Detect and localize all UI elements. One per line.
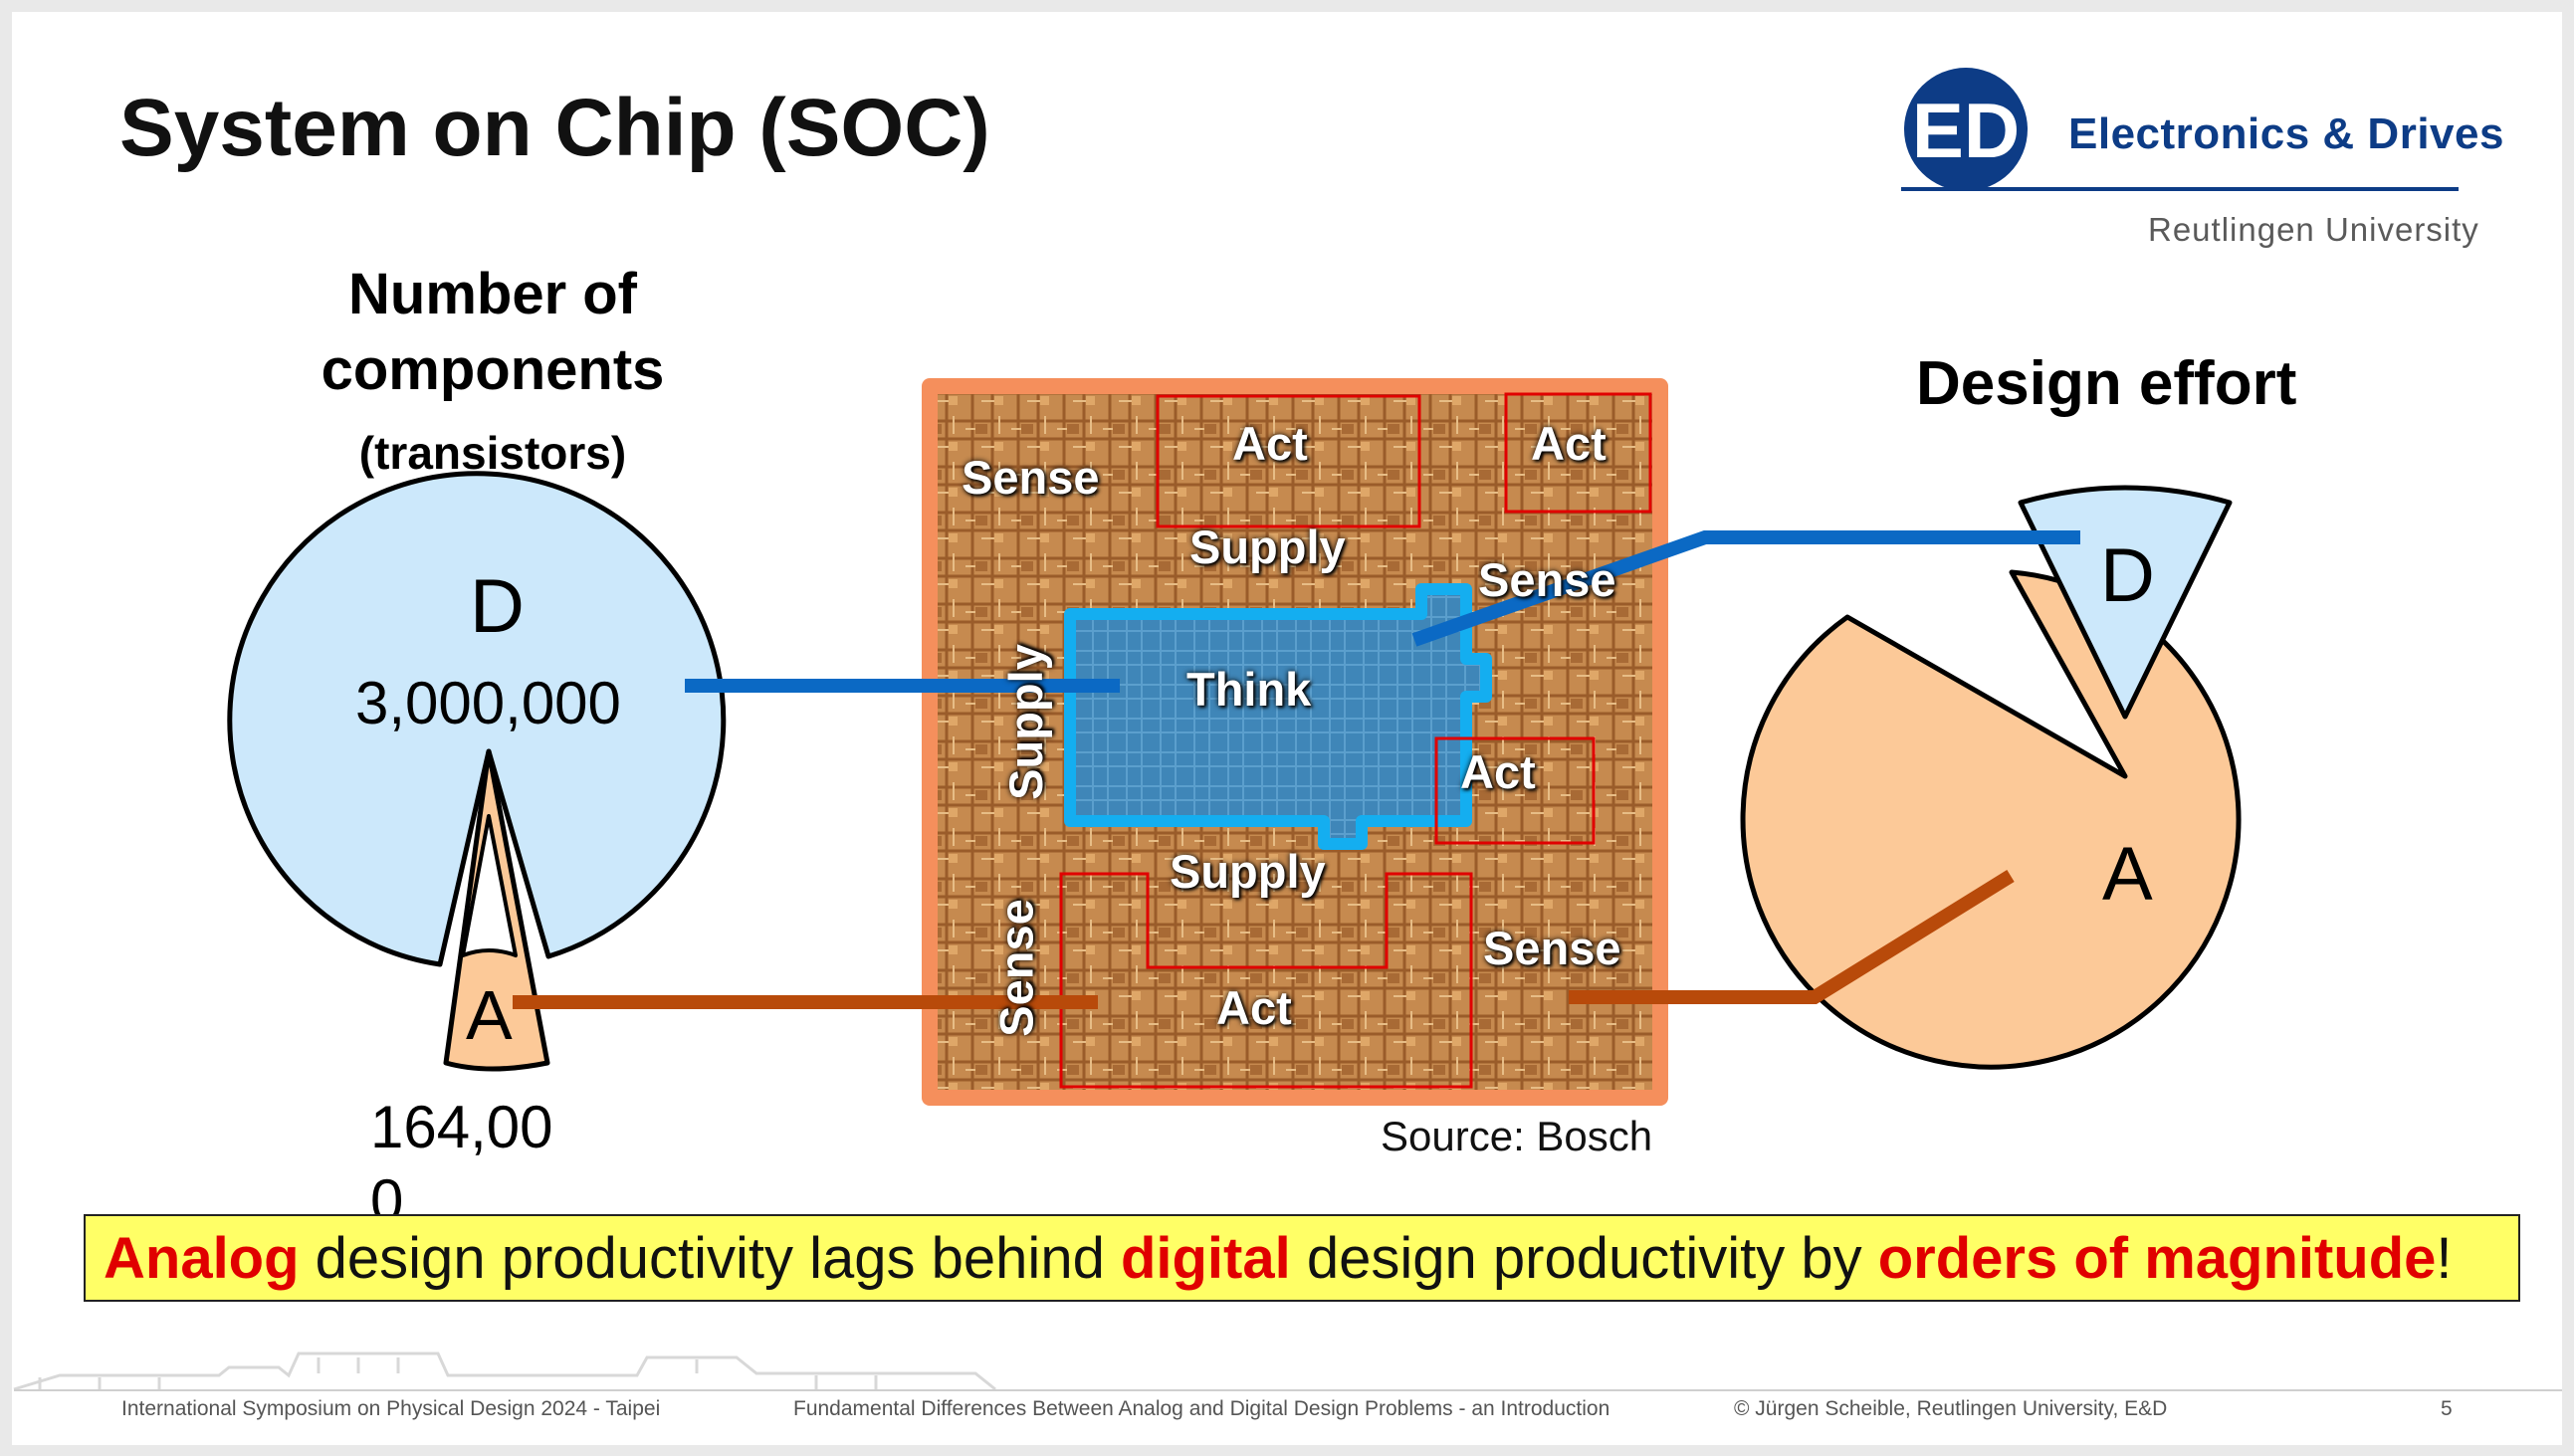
footer-talk-title: Fundamental Differences Between Analog a… bbox=[793, 1397, 1610, 1420]
footer-building-graphic bbox=[13, 1352, 996, 1391]
right-pie-analog-label: A bbox=[2102, 832, 2153, 917]
chip-label-sense-right-top: Sense bbox=[1478, 553, 1616, 606]
left-pie-analog-label: A bbox=[466, 976, 513, 1054]
act-top-right-block bbox=[1504, 392, 1652, 514]
chip-label-sense-left-bottom-wrap: Sense bbox=[990, 891, 1043, 1040]
left-pie-analog-value-line1: 164,00 bbox=[370, 1094, 553, 1160]
footer-copyright: © Jürgen Scheible, Reutlingen University… bbox=[1734, 1397, 2168, 1420]
left-chart-heading-line2: components bbox=[321, 337, 665, 402]
chip-label-sense-left-bottom: Sense bbox=[989, 899, 1043, 1037]
footer-event: International Symposium on Physical Desi… bbox=[121, 1397, 661, 1420]
logo-name: Electronics & Drives bbox=[2068, 109, 2504, 158]
page-title: System on Chip (SOC) bbox=[119, 83, 990, 173]
analog-effort-connector bbox=[1569, 870, 2015, 1004]
chip-label-supply-left: Supply bbox=[998, 644, 1052, 800]
digital-effort-connector bbox=[1411, 530, 2080, 647]
chip-source-caption: Source: Bosch bbox=[1381, 1113, 1653, 1159]
think-block bbox=[1064, 583, 1492, 850]
left-pie-digital-value: 3,000,000 bbox=[355, 670, 621, 736]
chip-label-act-bottom: Act bbox=[1216, 981, 1292, 1034]
ed-logo-icon: ED bbox=[1904, 68, 2028, 191]
chip-label-act-right: Act bbox=[1460, 745, 1536, 798]
left-pie-analog-notch bbox=[461, 814, 518, 957]
slide-number: 5 bbox=[2441, 1397, 2453, 1420]
chip-label-supply-top: Supply bbox=[1189, 520, 1346, 573]
svg-text:ED: ED bbox=[1912, 87, 2020, 174]
act-top-center-block bbox=[1156, 394, 1421, 528]
chip-label-sense-right-bottom: Sense bbox=[1483, 922, 1621, 974]
chip-label-act-top-right: Act bbox=[1531, 417, 1607, 470]
left-chart-heading-line1: Number of bbox=[348, 262, 637, 326]
act-right-block bbox=[1434, 736, 1596, 845]
chip-label-supply-left-wrap: Supply bbox=[999, 644, 1052, 800]
chip-label-think: Think bbox=[1186, 663, 1312, 716]
banner-text-2: design productivity by bbox=[1290, 1226, 1878, 1291]
left-pie-digital-slice bbox=[227, 471, 727, 967]
chip-label-act-top-center: Act bbox=[1232, 417, 1308, 470]
right-pie-digital-slice bbox=[2018, 485, 2233, 720]
banner-word-orders: orders of magnitude bbox=[1877, 1226, 2437, 1291]
left-chart-heading-sub: (transistors) bbox=[358, 427, 627, 479]
banner-word-digital: digital bbox=[1120, 1226, 1291, 1291]
chip-label-sense-top-left: Sense bbox=[962, 451, 1100, 504]
right-chart-heading: Design effort bbox=[1916, 349, 2297, 418]
banner-text-3: ! bbox=[2436, 1226, 2453, 1291]
conclusion-banner: Analog design productivity lags behind d… bbox=[84, 1214, 2520, 1302]
chip-label-supply-bottom: Supply bbox=[1170, 845, 1326, 898]
banner-word-analog: Analog bbox=[104, 1226, 300, 1291]
left-pie-digital-label: D bbox=[470, 564, 525, 649]
banner-text-1: design productivity lags behind bbox=[299, 1226, 1121, 1291]
act-bottom-block bbox=[1059, 872, 1473, 1089]
right-pie-digital-label: D bbox=[2100, 533, 2155, 618]
logo-subtitle: Reutlingen University bbox=[2148, 211, 2479, 248]
